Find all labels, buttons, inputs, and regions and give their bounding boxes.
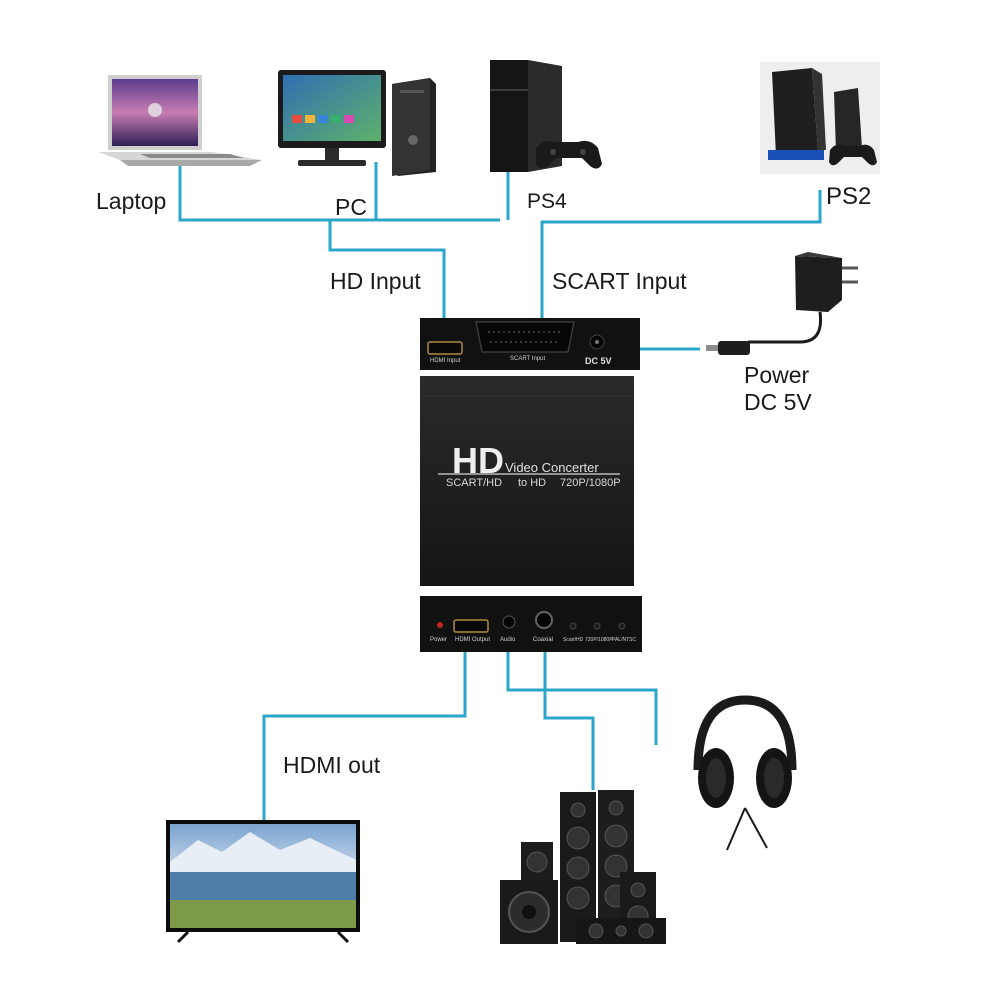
resolution-label: 720P/1080P	[585, 637, 613, 643]
scart-input-label: SCART Input	[552, 268, 687, 294]
converter-front-panel	[420, 596, 642, 652]
scart-input-cable	[540, 190, 822, 318]
power-adapter-icon	[706, 252, 858, 355]
converter-spec-1: SCART/HD	[446, 477, 503, 489]
tv-icon	[166, 820, 360, 944]
pal-ntsc-label: PAL/NTSC	[612, 637, 637, 643]
power-label-line1: Power	[744, 362, 810, 388]
hdmi-output-label: HDMI Output	[455, 637, 491, 643]
converter-top	[420, 376, 634, 586]
coaxial-port[interactable]	[535, 611, 553, 629]
hdmi-input-port[interactable]	[427, 341, 463, 355]
ps4-icon	[490, 60, 602, 172]
resolution-button[interactable]	[593, 622, 601, 630]
power-led-label: Power	[430, 637, 448, 643]
audio-label: Audio	[500, 637, 516, 643]
dc5v-port-label: DC 5V	[585, 356, 612, 366]
hd-input-drop-cable	[328, 220, 446, 318]
scart-input-port-label: SCART Input	[510, 356, 546, 362]
converter-brand: HD	[452, 440, 504, 481]
scart-input-port[interactable]	[475, 321, 575, 353]
ps2-label: PS2	[826, 183, 872, 210]
hdmi-input-port-label: HDMI Input	[430, 358, 461, 364]
power-label-line2: DC 5V	[744, 389, 812, 415]
coaxial-label: Coaxial	[533, 637, 554, 643]
scart-hd-button[interactable]	[569, 622, 577, 630]
pc-label: PC	[335, 194, 367, 220]
hdmi-output-port[interactable]	[453, 619, 489, 633]
hdmi-out-label: HDMI out	[283, 752, 381, 778]
power-led	[437, 622, 443, 628]
laptop-label: Laptop	[96, 188, 167, 214]
converter-product-name: Video Concerter	[505, 460, 599, 475]
converter-spec-2: to HD	[518, 477, 547, 489]
scart-hd-label: Scart/HD	[563, 637, 584, 643]
pc-icon	[278, 70, 436, 176]
hdmi-out-cable	[262, 652, 467, 820]
laptop-icon	[98, 75, 262, 166]
hd-input-cable	[178, 165, 500, 222]
cables	[178, 162, 822, 820]
hd-input-label: HD Input	[330, 268, 421, 294]
headphones-icon	[693, 695, 797, 851]
converter-back-panel	[420, 318, 640, 370]
ps2-icon	[760, 62, 880, 174]
coaxial-cable	[543, 652, 595, 790]
audio-jack[interactable]	[502, 615, 516, 629]
converter-spec-3: 720P/1080P	[560, 477, 621, 489]
pal-ntsc-button[interactable]	[618, 622, 626, 630]
audio-cable	[506, 652, 658, 745]
ps4-label: PS4	[527, 190, 567, 213]
speakers-icon	[500, 790, 666, 944]
